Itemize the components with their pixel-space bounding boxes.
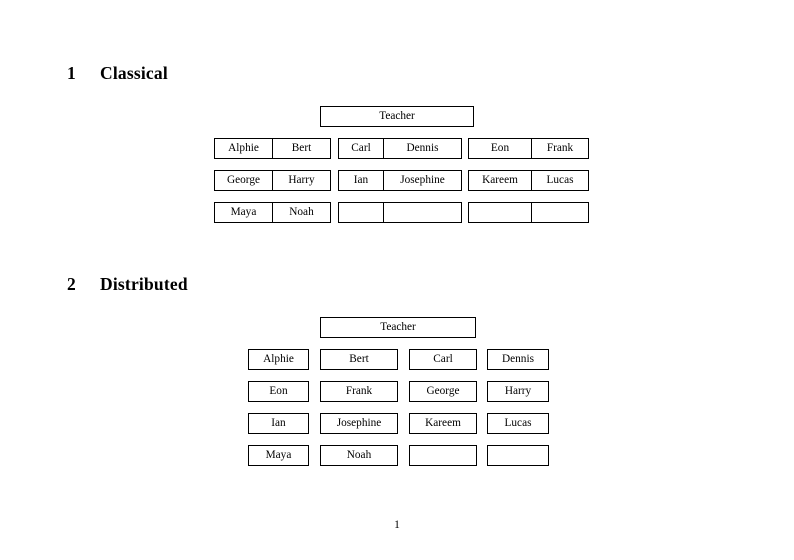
table-row: Frank (320, 381, 398, 402)
student-cell: Dennis (487, 349, 549, 370)
table-row: George Harry (214, 170, 331, 191)
distributed-col-1-row-1: Alphie (248, 349, 309, 370)
classical-group-3-row-1: Eon Frank (468, 138, 589, 159)
distributed-col-2-row-3: Josephine (320, 413, 398, 434)
table-row: Teacher (320, 317, 476, 338)
table-row: Harry (487, 381, 549, 402)
distributed-col-4-row-2: Harry (487, 381, 549, 402)
table-row: Bert (320, 349, 398, 370)
table-row: Maya Noah (214, 202, 331, 223)
table-row: George (409, 381, 477, 402)
student-cell: Frank (531, 138, 589, 159)
table-row (487, 445, 549, 466)
student-cell: Carl (338, 138, 384, 159)
student-cell: Maya (214, 202, 273, 223)
student-cell: Josephine (320, 413, 398, 434)
section-heading-distributed: 2 Distributed (67, 274, 188, 295)
student-cell: Bert (272, 138, 331, 159)
table-row: Noah (320, 445, 398, 466)
distributed-col-3-row-3: Kareem (409, 413, 477, 434)
student-cell-empty (487, 445, 549, 466)
table-row: Alphie (248, 349, 309, 370)
distributed-col-4-row-4 (487, 445, 549, 466)
classical-group-2-row-1: Carl Dennis (338, 138, 462, 159)
table-row: Alphie Bert (214, 138, 331, 159)
student-cell: Ian (338, 170, 384, 191)
classical-teacher-box: Teacher (320, 106, 474, 127)
table-row: Eon Frank (468, 138, 589, 159)
table-row (338, 202, 462, 223)
section-number: 2 (67, 274, 76, 294)
student-cell: Harry (487, 381, 549, 402)
student-cell-empty (338, 202, 384, 223)
distributed-col-3-row-1: Carl (409, 349, 477, 370)
student-cell: George (409, 381, 477, 402)
table-row: Josephine (320, 413, 398, 434)
student-cell: George (214, 170, 273, 191)
student-cell: Dennis (383, 138, 462, 159)
table-row: Lucas (487, 413, 549, 434)
student-cell: Eon (248, 381, 309, 402)
student-cell: Alphie (214, 138, 273, 159)
student-cell: Carl (409, 349, 477, 370)
student-cell: Harry (272, 170, 331, 191)
student-cell: Josephine (383, 170, 462, 191)
table-row (468, 202, 589, 223)
distributed-col-1-row-4: Maya (248, 445, 309, 466)
classical-group-1-row-1: Alphie Bert (214, 138, 331, 159)
table-row: Carl (409, 349, 477, 370)
student-cell: Eon (468, 138, 532, 159)
student-cell-empty (468, 202, 532, 223)
distributed-col-1-row-3: Ian (248, 413, 309, 434)
classical-group-3-row-3 (468, 202, 589, 223)
distributed-col-2-row-1: Bert (320, 349, 398, 370)
table-row: Kareem (409, 413, 477, 434)
classical-group-1-row-3: Maya Noah (214, 202, 331, 223)
distributed-teacher-box: Teacher (320, 317, 476, 338)
table-row: Teacher (320, 106, 474, 127)
table-row: Ian Josephine (338, 170, 462, 191)
student-cell: Alphie (248, 349, 309, 370)
section-title: Classical (100, 63, 168, 83)
student-cell: Lucas (487, 413, 549, 434)
student-cell: Maya (248, 445, 309, 466)
student-cell: Kareem (409, 413, 477, 434)
teacher-cell: Teacher (320, 317, 476, 338)
section-number: 1 (67, 63, 76, 83)
distributed-col-3-row-4 (409, 445, 477, 466)
classical-group-2-row-2: Ian Josephine (338, 170, 462, 191)
distributed-col-2-row-4: Noah (320, 445, 398, 466)
table-row: Maya (248, 445, 309, 466)
student-cell: Kareem (468, 170, 532, 191)
distributed-col-2-row-2: Frank (320, 381, 398, 402)
student-cell-empty (383, 202, 462, 223)
table-row: Kareem Lucas (468, 170, 589, 191)
table-row: Carl Dennis (338, 138, 462, 159)
student-cell-empty (409, 445, 477, 466)
student-cell: Frank (320, 381, 398, 402)
student-cell: Noah (320, 445, 398, 466)
table-row: Dennis (487, 349, 549, 370)
classical-group-2-row-3 (338, 202, 462, 223)
table-row: Eon (248, 381, 309, 402)
student-cell: Bert (320, 349, 398, 370)
section-heading-classical: 1 Classical (67, 63, 168, 84)
section-title: Distributed (100, 274, 188, 294)
table-row: Ian (248, 413, 309, 434)
classical-group-1-row-2: George Harry (214, 170, 331, 191)
student-cell: Ian (248, 413, 309, 434)
distributed-col-3-row-2: George (409, 381, 477, 402)
table-row (409, 445, 477, 466)
student-cell: Lucas (531, 170, 589, 191)
distributed-col-4-row-1: Dennis (487, 349, 549, 370)
distributed-col-1-row-2: Eon (248, 381, 309, 402)
classical-group-3-row-2: Kareem Lucas (468, 170, 589, 191)
student-cell-empty (531, 202, 589, 223)
page-number: 1 (394, 519, 400, 531)
teacher-cell: Teacher (320, 106, 474, 127)
student-cell: Noah (272, 202, 331, 223)
distributed-col-4-row-3: Lucas (487, 413, 549, 434)
